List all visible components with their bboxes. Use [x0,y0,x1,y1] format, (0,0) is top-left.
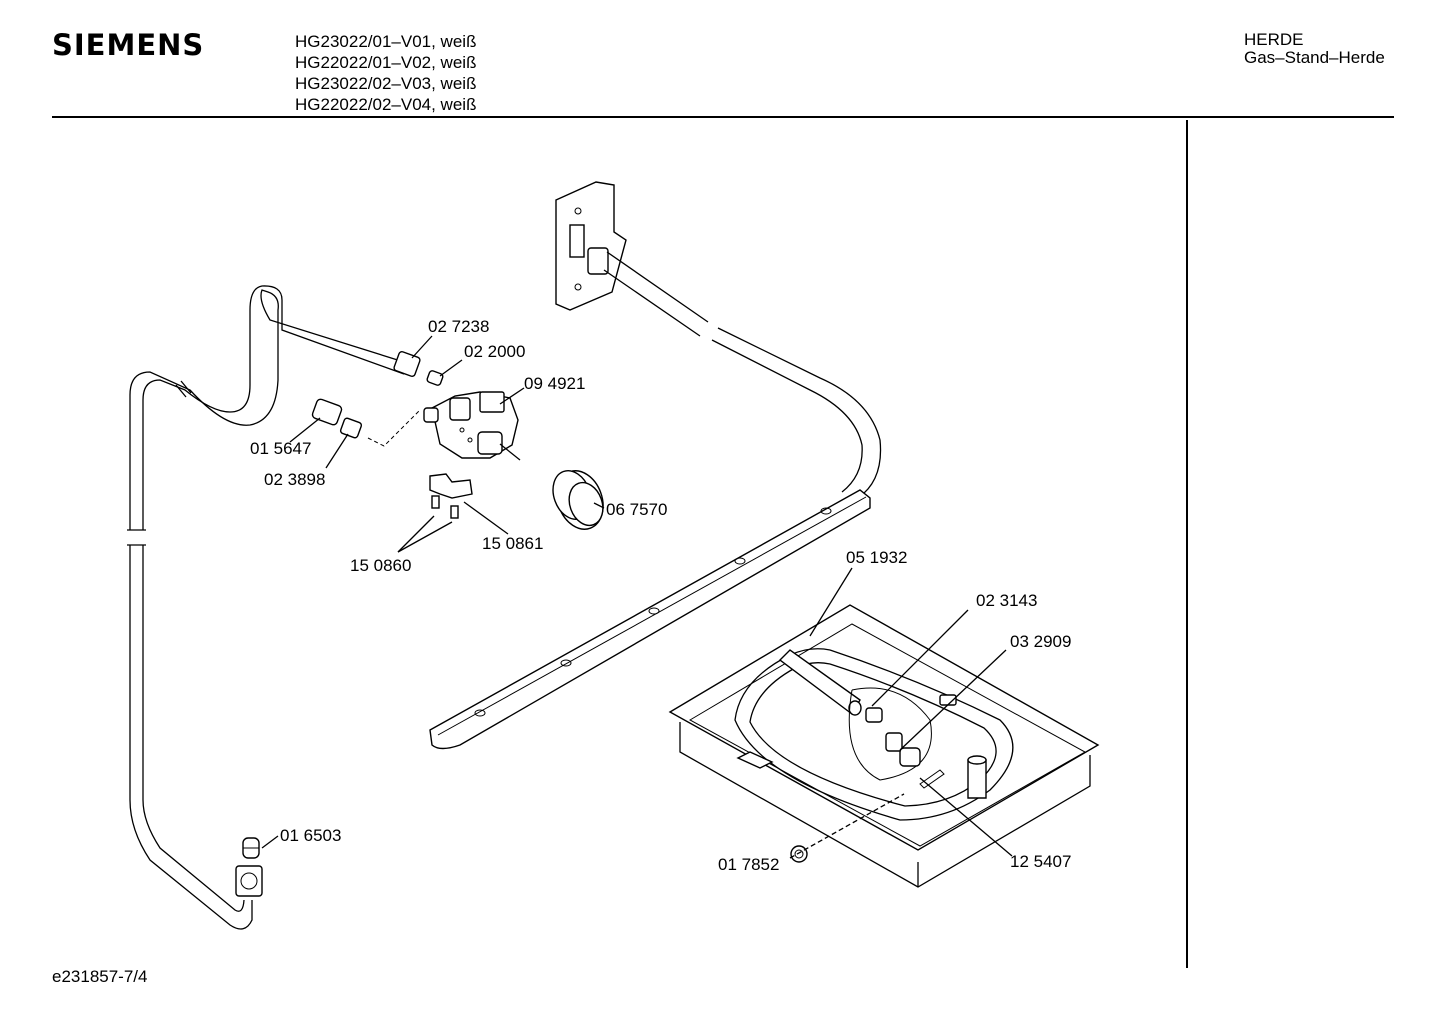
category: HERDE [1244,30,1304,49]
category-block: HERDE Gas–Stand–Herde [1244,31,1385,67]
model-item: HG23022/01–V01, weiß [295,32,477,51]
model-item: HG22022/01–V02, weiß [295,53,477,72]
label-067570: 06 7570 [606,500,667,519]
label-015647: 01 5647 [250,439,311,458]
subcategory: Gas–Stand–Herde [1244,48,1385,67]
gas-valve-assembly [311,370,521,519]
label-023143: 02 3143 [976,591,1037,610]
model-item: HG22022/02–V04, weiß [295,95,477,114]
document-id: e231857-7/4 [52,967,148,986]
part-labels: 02 7238 02 2000 09 4921 01 5647 02 3898 … [250,317,1071,874]
leader-lines [261,335,1013,859]
model-list: HG23022/01–V01, weiß HG22022/01–V02, wei… [295,31,476,115]
model-item: HG23022/02–V03, weiß [295,74,477,93]
grill-pan [668,604,1100,888]
gas-pipe-left [127,285,421,930]
label-016503: 01 6503 [280,826,341,845]
label-027238: 02 7238 [428,317,489,336]
label-051932: 05 1932 [846,548,907,567]
control-knob [552,470,604,530]
burner-tube [429,489,871,750]
label-150861: 15 0861 [482,534,543,553]
label-022000: 02 2000 [464,342,525,361]
brand-logo: SIEMENS [52,28,205,62]
header-divider [52,116,1394,118]
label-094921: 09 4921 [524,374,585,393]
side-divider [1186,120,1188,968]
label-017852: 01 7852 [718,855,779,874]
label-150860: 15 0860 [350,556,411,575]
label-032909: 03 2909 [1010,632,1071,651]
wall-bracket-pipe [555,181,882,499]
label-023898: 02 3898 [264,470,325,489]
label-125407: 12 5407 [1010,852,1071,871]
